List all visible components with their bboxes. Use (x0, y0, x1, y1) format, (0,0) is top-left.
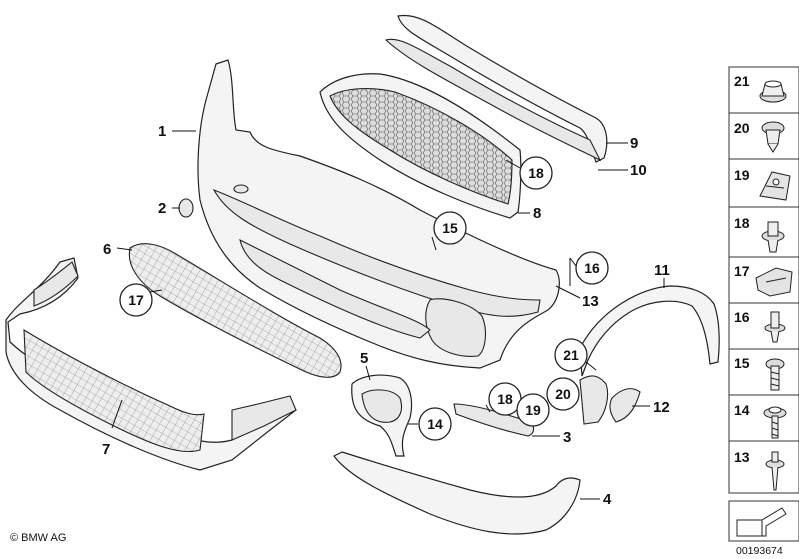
circled-callout-18-top-label: 18 (528, 165, 544, 181)
callout-4: 4 (580, 491, 612, 508)
circled-callout-15: 15 (431, 211, 467, 251)
legend-number: 19 (734, 167, 750, 183)
legend-item-17: 17 (728, 256, 799, 304)
legend-item-13: 13 (728, 440, 799, 494)
circled-callout-21-label: 21 (563, 347, 579, 363)
washer-screw-icon (763, 406, 787, 439)
callout-13-label: 13 (582, 293, 599, 310)
expanding-nut-icon (761, 121, 785, 153)
callout-12: 12 (632, 399, 670, 416)
circled-callout-19-label: 19 (525, 402, 541, 418)
diagram-id: 00193674 (736, 545, 783, 557)
circled-callout-19: 19 (516, 393, 550, 427)
callout-2: 2 (158, 200, 180, 217)
circled-callout-21: 21 (554, 338, 597, 372)
legend-number: 18 (734, 215, 750, 231)
bracket-clip-icon (755, 267, 793, 297)
part-3-reflector (453, 403, 535, 437)
circled-callout-20-label: 20 (555, 386, 571, 402)
circled-callout-18-bottom-label: 18 (497, 391, 513, 407)
legend-number: 14 (734, 402, 750, 418)
callout-11: 11 (654, 262, 670, 288)
circled-callout-17-label: 17 (128, 292, 144, 308)
callout-3-label: 3 (563, 429, 571, 446)
push-rivet-icon (764, 311, 786, 343)
copyright-text: © BMW AG (10, 532, 66, 544)
part-5-foglight-frame (351, 374, 413, 457)
part-12-trim-piece (609, 388, 641, 423)
callout-6: 6 (103, 241, 133, 258)
circled-callout-16: 16 (569, 251, 609, 286)
callout-5-label: 5 (360, 350, 368, 367)
callout-7: 7 (102, 399, 123, 458)
direction-arrow-icon (736, 507, 787, 537)
legend-item-20: 20 (728, 112, 799, 160)
callout-5: 5 (360, 350, 371, 381)
callout-10-label: 10 (630, 162, 647, 179)
part-9-trim-strip (384, 14, 608, 163)
callout-2-label: 2 (158, 200, 166, 217)
callout-8: 8 (518, 205, 541, 222)
callout-1: 1 (158, 123, 196, 140)
circled-callout-16-label: 16 (584, 260, 600, 276)
collar-screw-icon (765, 358, 785, 391)
part-1-bumper-panel (197, 59, 560, 369)
legend-item-18: 18 (728, 206, 799, 258)
circled-callout-18-top: 18 (505, 156, 553, 190)
part-4-lower-spoiler (333, 451, 581, 535)
callout-9: 9 (606, 135, 638, 152)
legend-number: 21 (734, 73, 750, 89)
legend-number: 16 (734, 309, 750, 325)
callout-4-label: 4 (603, 491, 612, 508)
flat-head-screw-icon (765, 451, 785, 491)
circled-callout-14-label: 14 (427, 416, 443, 432)
legend-item-14: 14 (728, 394, 799, 442)
expanding-rivet-icon (761, 221, 785, 253)
circled-callout-18-bottom: 18 (485, 382, 522, 416)
orientation-arrow-box (728, 500, 799, 542)
circled-callout-17: 17 (119, 283, 163, 317)
callout-8-label: 8 (533, 205, 541, 222)
part-7-lower-grille-frame (5, 257, 297, 471)
legend-item-16: 16 (728, 302, 799, 350)
callout-10: 10 (598, 162, 647, 179)
callout-12-label: 12 (653, 399, 670, 416)
legend-item-15: 15 (728, 348, 799, 396)
clip-nut-icon (759, 171, 791, 201)
callout-6-label: 6 (103, 241, 111, 258)
legend-number: 15 (734, 355, 750, 371)
legend-number: 17 (734, 263, 750, 279)
circled-callout-14: 14 (408, 407, 452, 441)
callout-13: 13 (555, 285, 599, 310)
legend-number: 13 (734, 449, 750, 465)
legend-item-19: 19 (728, 158, 799, 208)
part-8-upper-grille (319, 73, 522, 219)
callout-9-label: 9 (630, 135, 638, 152)
part-6-lower-grille-insert (128, 243, 342, 378)
callout-11-label: 11 (654, 262, 670, 279)
legend-item-21: 21 (728, 66, 799, 114)
callout-3: 3 (532, 429, 571, 446)
part-2-cap (178, 198, 194, 218)
legend-number: 20 (734, 120, 750, 136)
callout-7-label: 7 (102, 441, 110, 458)
circled-callout-20: 20 (546, 377, 580, 411)
callout-1-label: 1 (158, 123, 166, 140)
plastic-nut-icon (759, 80, 787, 103)
fastener-legend: 21 20 19 (728, 66, 799, 542)
part-11-wheel-arch (579, 285, 720, 425)
circled-callout-15-label: 15 (442, 220, 458, 236)
